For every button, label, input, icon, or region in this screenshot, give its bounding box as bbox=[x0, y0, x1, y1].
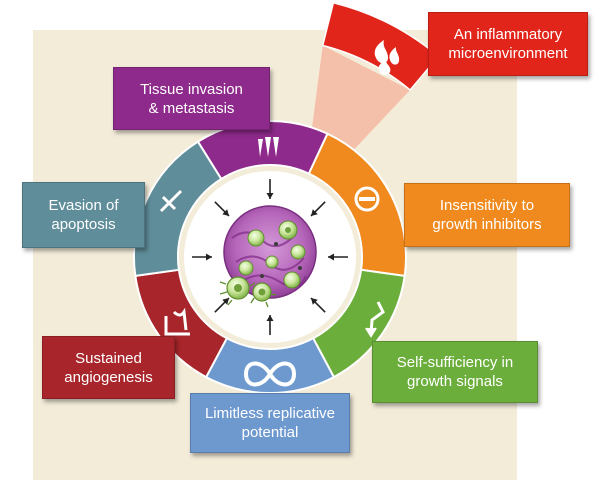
arrow-head bbox=[328, 253, 334, 261]
tumor-cell-cluster bbox=[219, 205, 317, 308]
infinity-icon bbox=[243, 361, 297, 387]
self-sufficiency-label: Self-sufficiency in growth signals bbox=[372, 341, 538, 403]
arrow-head bbox=[266, 193, 274, 199]
arrow-head bbox=[206, 253, 212, 261]
arrow-head bbox=[311, 209, 318, 216]
insensitivity-to-inhibitors-label: Insensitivity to growth inhibitors bbox=[404, 183, 570, 247]
arrow-head bbox=[222, 209, 229, 216]
arrow-down-icon bbox=[365, 301, 385, 338]
arrow-head bbox=[266, 315, 274, 321]
inflammation-beam bbox=[312, 45, 411, 150]
inflammatory-microenvironment-label: An inflammatory microenvironment bbox=[428, 12, 588, 76]
dagger-icon bbox=[159, 189, 183, 213]
tissue-invasion-label: Tissue invasion & metastasis bbox=[113, 67, 270, 130]
claws-icon bbox=[258, 137, 279, 157]
evasion-of-apoptosis-label: Evasion of apoptosis bbox=[22, 182, 145, 248]
arrow-head bbox=[222, 298, 229, 305]
flame-icon bbox=[374, 40, 400, 75]
vessel-icon bbox=[164, 307, 190, 336]
arrow-head bbox=[311, 298, 318, 305]
limitless-replicative-potential-label: Limitless replicative potential bbox=[190, 393, 350, 453]
arrows-to-tumor bbox=[192, 179, 348, 335]
sustained-angiogenesis-label: Sustained angiogenesis bbox=[42, 336, 175, 399]
stop-sign-icon bbox=[354, 186, 380, 212]
